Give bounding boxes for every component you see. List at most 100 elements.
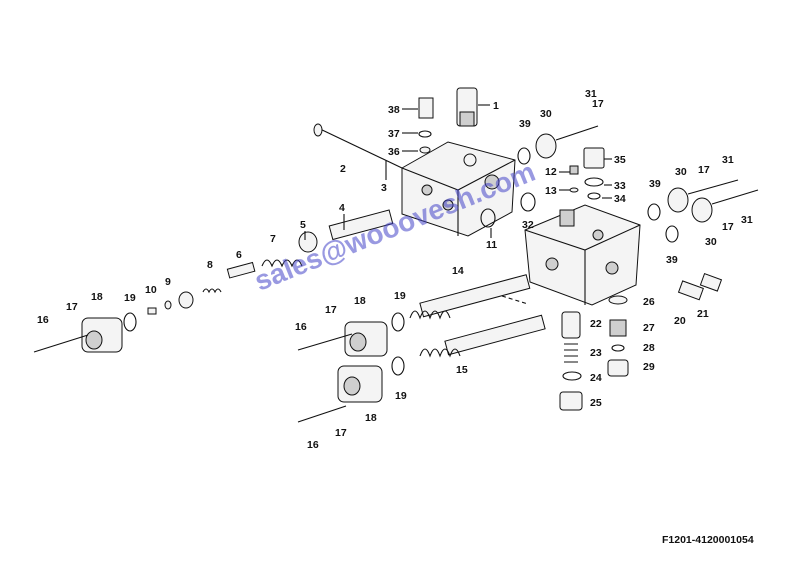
- callout-1: 1: [478, 100, 499, 112]
- callout-16c: 16: [307, 439, 319, 451]
- svg-text:17: 17: [66, 301, 78, 313]
- callout-25: 25: [590, 397, 602, 409]
- upper-valve-body: [401, 141, 516, 237]
- callout-labels: 1 2 3 4 5 6 7 8 9 10 11 12 13 14 15 16 1…: [37, 88, 753, 451]
- svg-text:27: 27: [643, 322, 655, 334]
- callout-17f: 17: [722, 221, 734, 233]
- callout-19a: 19: [124, 292, 136, 304]
- svg-text:31: 31: [741, 214, 753, 226]
- callout-38: 38: [388, 104, 418, 116]
- callout-18b: 18: [354, 295, 366, 307]
- callout-2: 2: [340, 163, 346, 175]
- svg-text:19: 19: [395, 390, 407, 402]
- svg-text:39: 39: [666, 254, 678, 266]
- callout-22: 22: [590, 318, 602, 330]
- svg-text:18: 18: [354, 295, 366, 307]
- svg-text:37: 37: [388, 128, 400, 140]
- svg-text:17: 17: [722, 221, 734, 233]
- svg-text:15: 15: [456, 364, 468, 376]
- svg-text:2: 2: [340, 163, 346, 175]
- svg-text:38: 38: [388, 104, 400, 116]
- spool-assembly-middle: [297, 274, 531, 357]
- svg-text:11: 11: [486, 239, 497, 251]
- svg-text:7: 7: [270, 233, 276, 245]
- callout-37: 37: [388, 128, 418, 140]
- svg-text:31: 31: [722, 154, 734, 166]
- callout-14: 14: [452, 265, 464, 277]
- callout-4: 4: [339, 202, 345, 230]
- svg-text:17: 17: [592, 98, 604, 110]
- callout-27: 27: [643, 322, 655, 334]
- svg-text:19: 19: [124, 292, 136, 304]
- svg-text:19: 19: [394, 290, 406, 302]
- callout-16a: 16: [37, 314, 49, 326]
- svg-text:3: 3: [381, 182, 387, 194]
- svg-text:16: 16: [295, 321, 307, 333]
- svg-text:30: 30: [540, 108, 552, 120]
- svg-text:17: 17: [325, 304, 337, 316]
- callout-17c: 17: [335, 427, 347, 439]
- callout-17e: 17: [698, 164, 710, 176]
- svg-text:1: 1: [493, 100, 499, 112]
- callout-26: 26: [643, 296, 655, 308]
- callout-32: 32: [522, 219, 534, 231]
- spool-assembly-upper: [33, 209, 394, 353]
- svg-text:28: 28: [643, 342, 655, 354]
- callout-33: 33: [604, 180, 626, 192]
- callout-10: 10: [145, 284, 157, 296]
- callout-21: 21: [697, 308, 709, 320]
- svg-text:39: 39: [649, 178, 661, 190]
- callout-7: 7: [270, 233, 276, 245]
- right-parts: [480, 147, 759, 243]
- callout-39b: 39: [649, 178, 661, 190]
- callout-16b: 16: [295, 321, 307, 333]
- callout-8: 8: [207, 259, 213, 271]
- callout-9: 9: [165, 276, 171, 288]
- callout-30c: 30: [705, 236, 717, 248]
- callout-5: 5: [300, 219, 306, 240]
- callout-17b: 17: [325, 304, 337, 316]
- svg-text:36: 36: [388, 146, 400, 158]
- svg-text:30: 30: [675, 166, 687, 178]
- callout-15: 15: [456, 364, 468, 376]
- callout-31a: 31: [585, 88, 597, 100]
- svg-text:32: 32: [522, 219, 534, 231]
- svg-text:31: 31: [585, 88, 597, 100]
- svg-text:35: 35: [614, 154, 626, 166]
- svg-text:17: 17: [335, 427, 347, 439]
- callout-20: 20: [674, 315, 686, 327]
- callout-18c: 18: [365, 412, 377, 424]
- callout-12: 12: [545, 166, 570, 178]
- svg-text:13: 13: [545, 185, 557, 197]
- lower-right-parts: [559, 272, 723, 411]
- callout-39c: 39: [666, 254, 678, 266]
- callout-35: 35: [604, 154, 626, 166]
- svg-text:6: 6: [236, 249, 242, 261]
- callout-36: 36: [388, 146, 418, 158]
- callout-30a: 30: [540, 108, 552, 120]
- svg-text:20: 20: [674, 315, 686, 327]
- svg-text:26: 26: [643, 296, 655, 308]
- callout-13: 13: [545, 185, 570, 197]
- svg-text:10: 10: [145, 284, 157, 296]
- callout-11: 11: [486, 228, 497, 251]
- svg-text:12: 12: [545, 166, 557, 178]
- svg-text:23: 23: [590, 347, 602, 359]
- spool-assembly-lower: [297, 295, 546, 423]
- callout-31b: 31: [722, 154, 734, 166]
- svg-text:5: 5: [300, 219, 306, 231]
- callout-18a: 18: [91, 291, 103, 303]
- callout-30b: 30: [675, 166, 687, 178]
- svg-text:22: 22: [590, 318, 602, 330]
- svg-text:16: 16: [37, 314, 49, 326]
- callout-24: 24: [590, 372, 602, 384]
- callout-39a: 39: [519, 118, 531, 130]
- callout-19b: 19: [394, 290, 406, 302]
- lower-valve-body: [524, 204, 641, 306]
- svg-text:33: 33: [614, 180, 626, 192]
- svg-text:34: 34: [614, 193, 626, 205]
- callout-34: 34: [602, 193, 626, 205]
- svg-text:21: 21: [697, 308, 709, 320]
- svg-text:25: 25: [590, 397, 602, 409]
